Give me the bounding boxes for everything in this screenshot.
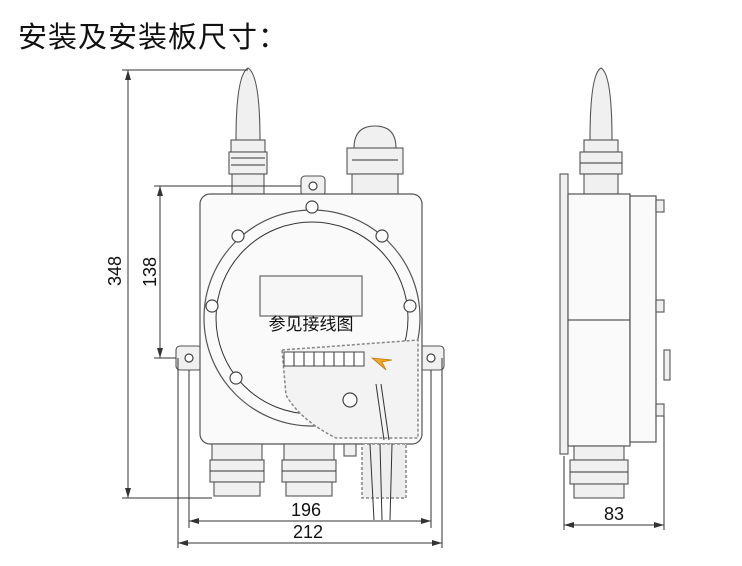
terminal-block [283, 351, 365, 367]
display-window [259, 275, 363, 317]
small-plug [343, 443, 357, 457]
dim-bracket-height: 138 [140, 257, 160, 287]
side-antenna [579, 67, 623, 195]
arrow-icon [370, 357, 393, 371]
antenna [228, 67, 268, 195]
front-dimensions: 348 138 196 212 [105, 69, 443, 548]
cable-gland-middle [281, 443, 337, 497]
cable-gland-left [209, 443, 265, 497]
side-cover [629, 195, 657, 443]
front-view: 参见接线图 [175, 67, 445, 521]
side-cable-gland [569, 445, 629, 499]
side-view [559, 67, 671, 499]
ground-screw [342, 392, 358, 408]
dim-depth: 83 [604, 504, 624, 524]
dim-total-width: 212 [293, 522, 323, 542]
cable-gland-right-cutaway [361, 443, 407, 521]
side-dimensions: 83 [563, 416, 665, 530]
page-title: 安装及安装板尺寸： [18, 20, 289, 54]
dim-bracket-width: 196 [291, 500, 321, 520]
indicator-lamp [346, 125, 404, 195]
dim-total-height: 348 [105, 256, 125, 286]
mounting-plate [559, 173, 569, 455]
wiring-note-label: 参见接线图 [269, 315, 354, 335]
